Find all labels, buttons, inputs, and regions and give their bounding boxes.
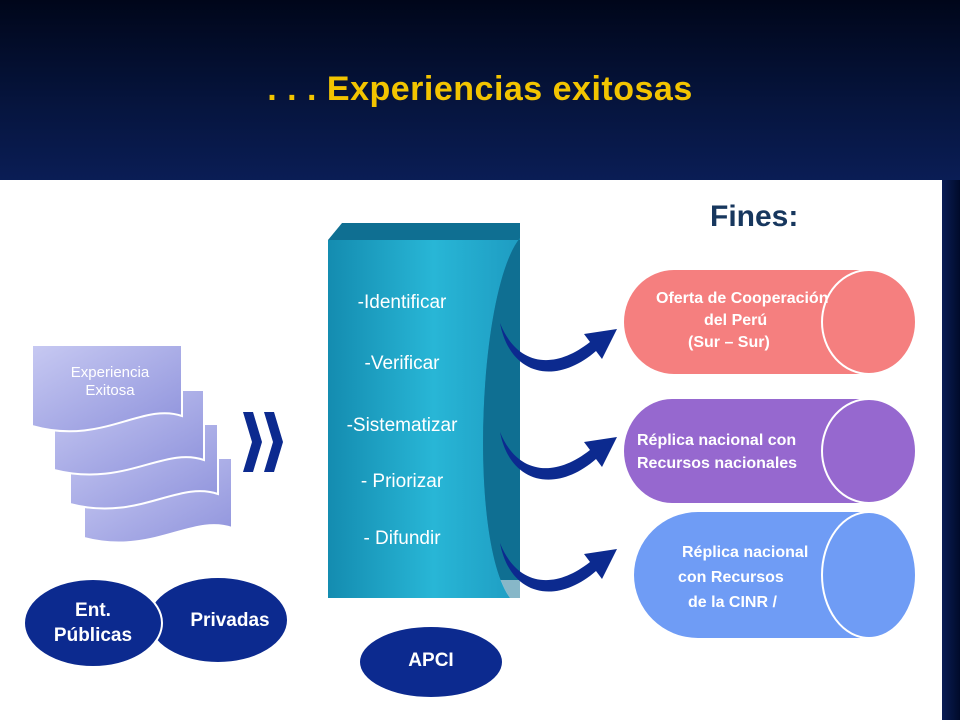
slide-header: . . . Experiencias exitosas [0, 0, 960, 180]
publicas-line-2: Públicas [53, 625, 133, 646]
connector-arrows [500, 323, 617, 592]
outcome-1-cap [821, 269, 917, 375]
slide-title: . . . Experiencias exitosas [267, 70, 693, 108]
outcome-3-line-2: con Recursos [678, 569, 784, 586]
privadas-label: Privadas [190, 610, 270, 631]
apci-oval [358, 625, 504, 699]
process-step: -Verificar [364, 353, 440, 374]
diagram-svg [23, 223, 917, 699]
outcome-1-line-1: Oferta de Cooperación [656, 290, 829, 307]
arrow-to-outcome-3 [500, 543, 617, 592]
process-step: - Priorizar [360, 471, 444, 492]
publicas-line-1: Ent. [75, 600, 111, 621]
process-banner [328, 223, 520, 598]
outcome-2-line-1: Réplica nacional con [637, 432, 797, 449]
outcome-3 [634, 511, 917, 639]
outcome-1 [624, 269, 917, 375]
outcome-1-body [624, 270, 869, 374]
publicas-oval [23, 578, 163, 668]
outcome-3-cap [821, 511, 917, 639]
diagram-canvas: Fines: Experiencia Exitosa -Identificar … [0, 180, 942, 720]
process-step: -Identificar [357, 292, 447, 313]
stack-label-line-2: Exitosa [85, 382, 135, 399]
banner-face [328, 238, 520, 598]
fines-heading: Fines: [710, 200, 799, 233]
outcome-2-label: Réplica nacional con Recursos nacionales [637, 429, 897, 475]
outcome-3-line-1: Réplica nacional [682, 544, 809, 561]
outcome-1-line-3: (Sur – Sur) [688, 334, 770, 351]
outcome-1-label: Oferta de Cooperación del Perú (Sur – Su… [636, 288, 896, 354]
actors [23, 576, 504, 699]
outcome-2 [624, 398, 917, 504]
stack-label: Experiencia Exitosa [40, 364, 180, 400]
outcome-3-body [634, 512, 869, 638]
right-edge-band [942, 180, 960, 720]
stack-page-1 [31, 344, 183, 433]
arrow-to-outcome-2 [500, 432, 617, 480]
stack-label-line-1: Experiencia [70, 364, 150, 381]
arrow-to-outcome-1 [500, 323, 617, 372]
outcome-2-body [624, 399, 869, 503]
experience-stack [31, 344, 233, 544]
publicas-label: Ent. Públicas [30, 598, 156, 648]
apci-label: APCI [408, 650, 454, 671]
outcome-3-line-3: de la CINR / [688, 594, 777, 611]
process-step: - Difundir [363, 528, 441, 549]
outcome-3-label: Réplica nacional con Recursos de la CINR… [670, 540, 890, 615]
outcome-1-line-2: del Perú [704, 312, 768, 329]
outcome-2-cap [821, 398, 917, 504]
outcomes [624, 269, 917, 639]
process-step: -Sistematizar [346, 415, 458, 436]
outcome-2-line-2: Recursos nacionales [637, 455, 798, 472]
chevron-right-icon [243, 412, 283, 472]
